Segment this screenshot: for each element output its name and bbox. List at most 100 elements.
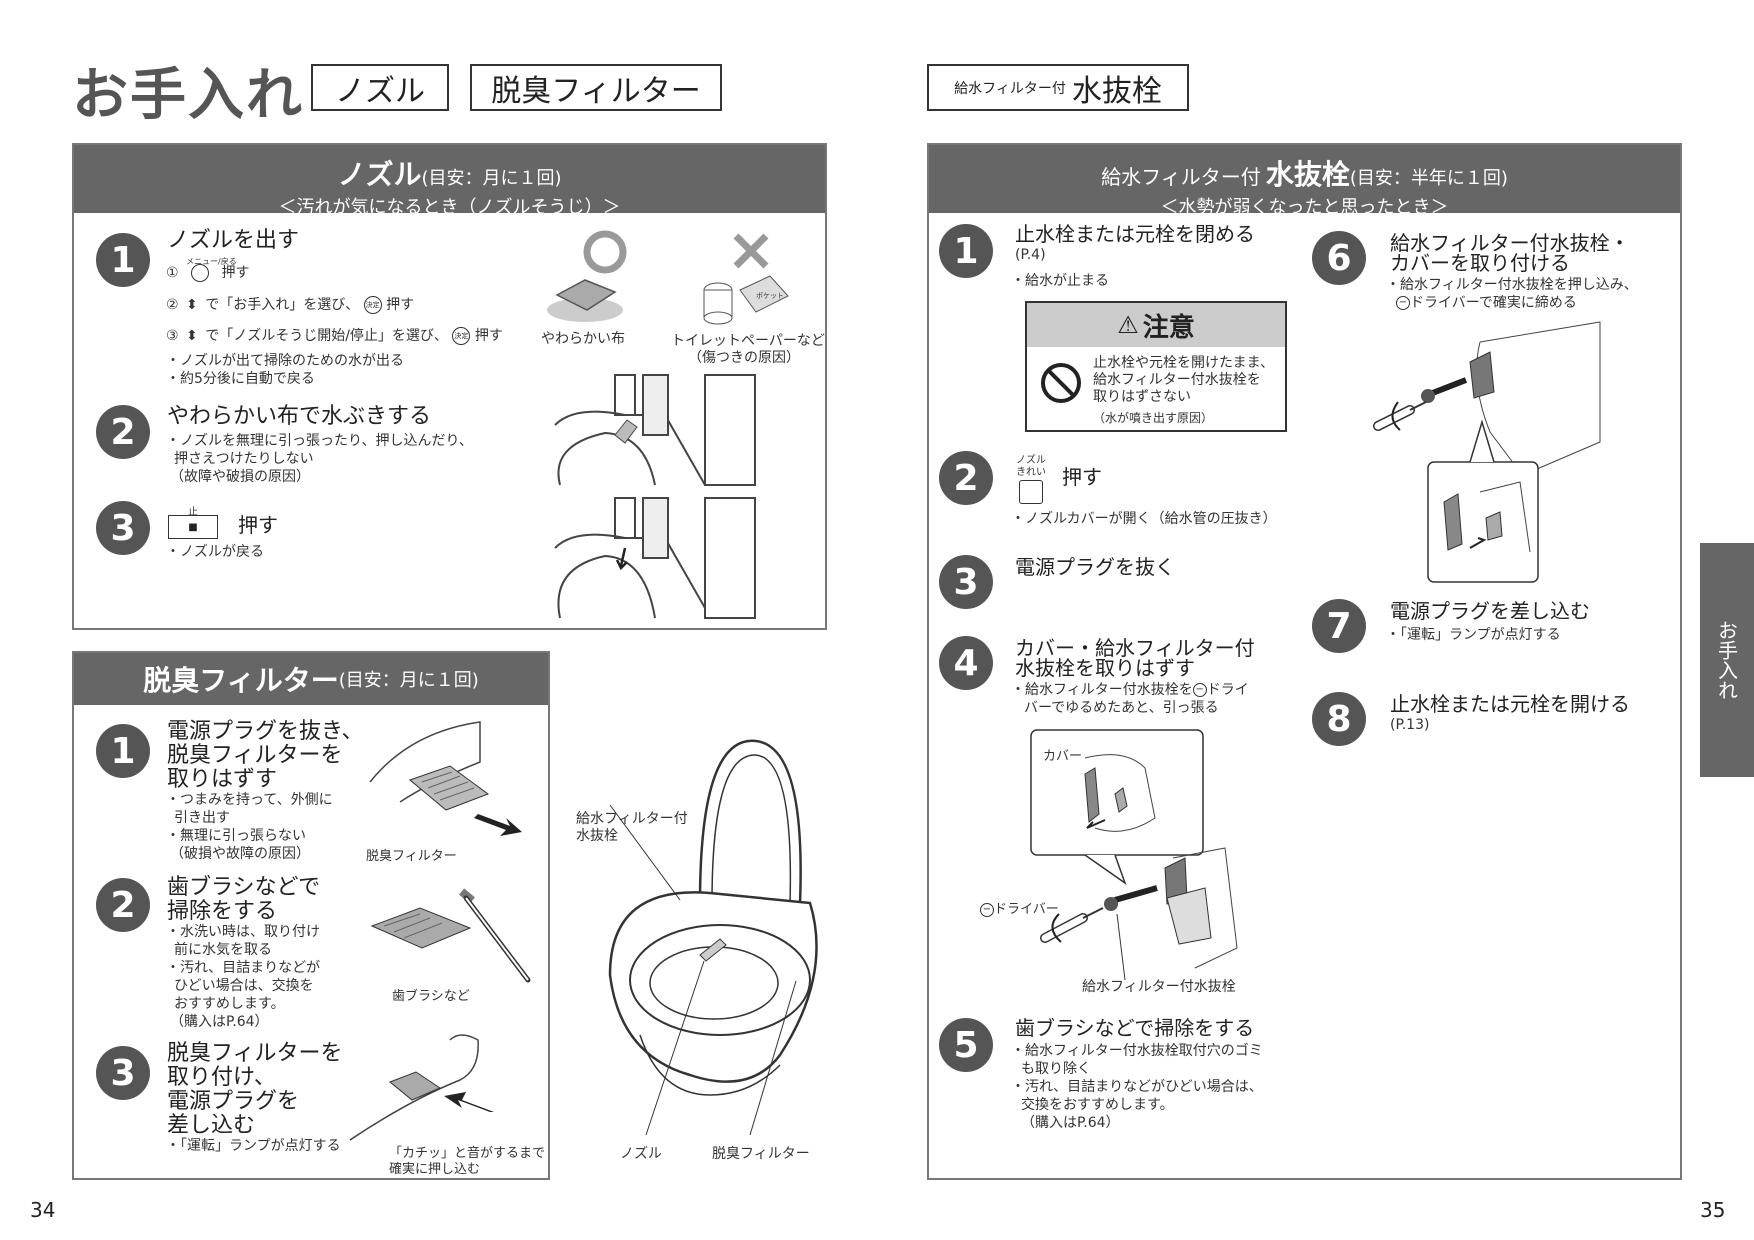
prohibition-icon (1041, 363, 1081, 403)
caution-line-3: 取りはずさない (1093, 389, 1191, 405)
valve-step-3-number: 3 (939, 555, 993, 609)
filter-step-1-note-2: 引き出す (174, 810, 230, 826)
menu-key-icon (191, 264, 210, 282)
nozzle-step-2-number: 2 (96, 405, 150, 459)
soft-cloth-figure (547, 230, 627, 322)
filter-step-2-title-2: 掃除をする (167, 899, 278, 924)
valve-step-5-note-3: ・汚れ、目詰まりなどがひどい場合は、 (1011, 1079, 1263, 1095)
toilet-overview-figure (608, 739, 818, 1136)
tag-filter: 脱臭フィルター (470, 64, 722, 111)
valve-title-big: 水抜栓 (1265, 158, 1350, 191)
caution-line-2: 給水フィルター付水抜栓を (1093, 372, 1261, 388)
caution-box: ⚠ 注意 止水栓や元栓を開けたまま、 給水フィルター付水抜栓を 取りはずさない … (1025, 301, 1287, 432)
valve-pointer-label-2: 水抜栓 (576, 828, 618, 844)
valve-step-6-title-2: カバーを取り付ける (1390, 251, 1570, 275)
line-2-end: 押す (386, 297, 415, 313)
nozzle-clean-key-label-1: ノズル (1016, 455, 1046, 466)
tag-valve: 給水フィルター付 水抜栓 (927, 64, 1189, 111)
nozzle-step-1-line-2: ② ⬍ で「お手入れ」を選び、 決定 押す (166, 296, 414, 314)
filter-insert-figure (349, 1034, 494, 1141)
line-1-num: ① (166, 265, 179, 281)
nozzle-step-1-number: 1 (96, 233, 150, 287)
toilet-paper-label: トイレットペーパーなど (671, 333, 825, 349)
filter-step-3-number: 3 (96, 1046, 150, 1100)
nozzle-step-2-note-2: 押さえつけたりしない (174, 451, 314, 467)
filter-insert-label-2: 確実に押し込む (389, 1162, 481, 1177)
caution-line-4: （水が噴き出す原因） (1093, 411, 1214, 425)
minus-driver-icon: − (1192, 683, 1207, 697)
nozzle-title: ノズル (337, 158, 422, 191)
valve-panel: 給水フィルター付 水抜栓(目安：半年に１回) ＜水勢が弱くなったと思ったとき＞ (927, 143, 1682, 1180)
filter-step-3-title-1: 脱臭フィルターを (167, 1041, 343, 1066)
valve-step-5-note-1: ・給水フィルター付水抜栓取付穴のゴミ (1011, 1043, 1263, 1059)
valve-step-4-note-2: バーでゆるめたあと、引っ張る (1024, 700, 1219, 716)
toilet-paper-figure: ポケット (703, 233, 789, 325)
line-3-end: 押す (474, 328, 503, 344)
valve-step-7-title: 電源プラグを差し込む (1390, 599, 1590, 623)
filter-step-2-note-4: ひどい場合は、交換を (174, 978, 314, 994)
caution-title: 注意 (1142, 312, 1195, 343)
nozzle-panel: ノズル(目安：月に１回) ＜汚れが気になるとき（ノズルそうじ）＞ (72, 143, 827, 630)
valve-step-2-title: 押す (1062, 465, 1102, 489)
line-3-num: ③ (166, 328, 179, 344)
filter-meta: (目安：月に１回) (338, 670, 479, 691)
valve-step-4-note-1: ・給水フィルター付水抜栓を−ドライ (1011, 682, 1249, 699)
valve-title-small: 給水フィルター付 (1101, 165, 1261, 189)
valve-removal-figure (1030, 729, 1238, 981)
filter-step-2-note-2: 前に水気を取る (174, 942, 272, 958)
filter-step-2-note-6: （購入はP.64） (170, 1014, 269, 1030)
valve-step-3-title: 電源プラグを抜く (1015, 555, 1175, 579)
filter-step-1-note-3: ・無理に引っ張らない (166, 828, 306, 844)
page-title: お手入れ (72, 63, 304, 128)
valve-step-2-note: ・ノズルカバーが開く（給水管の圧抜き） (1011, 511, 1277, 527)
nozzle-step-1-line-1: ① 押す (166, 264, 249, 282)
ok-key-icon: 決定 (363, 296, 382, 314)
caution-line-1: 止水栓や元栓を開けたまま、 (1093, 355, 1275, 371)
valve-step-4-title-2: 水抜栓を取りはずす (1015, 656, 1195, 680)
valve-sub: ＜水勢が弱くなったと思ったとき＞ (1160, 197, 1449, 218)
valve-step-6-note-1: ・給水フィルター付水抜栓を押し込み、 (1386, 277, 1638, 293)
nozzle-step-3-title: 押す (238, 513, 278, 537)
step-4-note-1-end: ドライ (1206, 682, 1249, 698)
nozzle-clean-key-label-2: きれい (1016, 467, 1046, 478)
nozzle-step-1-line-3: ③ ⬍ で「ノズルそうじ開始/停止」を選び、 決定 押す (166, 327, 503, 345)
filter-step-2-note-5: おすすめします。 (174, 996, 285, 1012)
tag-valve-big: 水抜栓 (1071, 73, 1162, 109)
valve-step-8-number: 8 (1312, 692, 1366, 746)
page-number-right: 35 (1700, 1198, 1726, 1222)
valve-step-6-number: 6 (1312, 231, 1366, 285)
nozzle-cleaning-figure-1 (554, 374, 756, 486)
paper-pack-text: ポケット (756, 292, 784, 300)
filter-step-1-note-1: ・つまみを持って、外側に (166, 792, 333, 808)
valve-panel-header: 給水フィルター付 水抜栓(目安：半年に１回) ＜水勢が弱くなったと思ったとき＞ (929, 145, 1680, 218)
tag-nozzle: ノズル (311, 64, 449, 111)
filter-step-3-title-4: 差し込む (167, 1113, 256, 1138)
stop-key-label: 止 (188, 507, 198, 518)
filter-step-1-title-2: 脱臭フィルターを (167, 743, 343, 768)
valve-step-5-note-2: も取り除く (1021, 1061, 1091, 1077)
valve-step-4-title-1: カバー・給水フィルター付 (1015, 636, 1255, 660)
side-tab-care[interactable]: お手入れ (1700, 543, 1754, 777)
filter-step-2-title-1: 歯ブラシなどで (167, 875, 321, 900)
line-3-text: で「ノズルそうじ開始/停止」を選び、 (205, 328, 448, 344)
caution-header: ⚠ 注意 (1027, 303, 1285, 347)
filter-step-1-number: 1 (96, 724, 150, 778)
filter-step-2-note-3: ・汚れ、目詰まりなどが (166, 960, 321, 976)
driver-label: −ドライバー (980, 898, 1059, 917)
valve-step-4-number: 4 (939, 636, 993, 690)
filter-step-1-note-4: （破損や故障の原因） (170, 846, 310, 862)
filter-panel: 脱臭フィルター(目安：月に１回) (72, 651, 550, 1180)
menu-key-label: メニュー/戻る (186, 257, 237, 266)
nozzle-step-1-title: ノズルを出す (167, 228, 300, 253)
warning-icon: ⚠ (1117, 311, 1139, 339)
filter-step-2-number: 2 (96, 878, 150, 932)
nozzle-panel-header: ノズル(目安：月に１回) ＜汚れが気になるとき（ノズルそうじ）＞ (74, 145, 825, 218)
stop-key-icon: ■ (168, 515, 218, 539)
toothbrush-label: 歯ブラシなど (392, 989, 470, 1004)
filter-panel-header: 脱臭フィルター(目安：月に１回) (74, 653, 548, 705)
nozzle-step-2-note-3: （故障や破損の原因） (170, 469, 310, 485)
line-1-text: 押す (221, 265, 250, 281)
nozzle-step-3-number: 3 (96, 501, 150, 555)
toilet-paper-note: （傷つきの原因） (688, 350, 800, 366)
valve-step-5-title: 歯ブラシなどで掃除をする (1015, 1016, 1255, 1040)
